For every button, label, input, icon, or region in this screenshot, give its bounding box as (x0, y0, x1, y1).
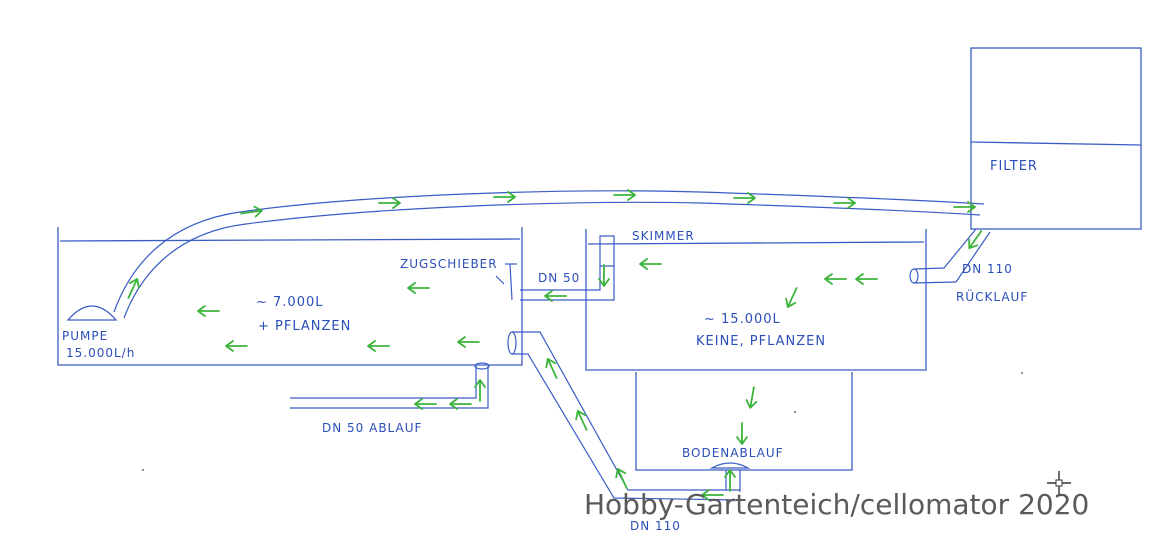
crosshair-move-cursor-icon (1047, 471, 1071, 495)
connection-pipe-lower (512, 353, 741, 501)
flow-arrow-icon (575, 410, 588, 431)
rucklauf-label: RÜCKLAUF (956, 288, 1028, 304)
flow-arrow-icon (493, 191, 516, 203)
skimmer-pipe-upper (520, 266, 601, 291)
ablauf-pipe-lower (290, 366, 489, 409)
bottom-drain-chamber: BODENABLAUF (635, 372, 853, 471)
connection-opening (507, 331, 517, 355)
skimmer: SKIMMER DN 50 (520, 229, 695, 301)
flow-arrow-icon (197, 305, 220, 317)
ablauf-pipe-upper (290, 366, 477, 399)
bottom-connection-pipe: DN 110 (507, 331, 741, 533)
pump-rate-label: 15.000L/h (66, 346, 135, 360)
pencil-dot (1021, 372, 1023, 374)
flow-arrow-icon (833, 197, 856, 209)
bottom-drain-label: BODENABLAUF (682, 446, 784, 460)
ablauf-opening (474, 362, 490, 370)
filter-divider (970, 141, 1142, 146)
return-pipe-lower (123, 201, 981, 319)
flow-arrow-icon (968, 230, 983, 250)
zugschieber-valve: ZUGSCHIEBER (400, 257, 517, 301)
skimmer-label: SKIMMER (632, 229, 695, 243)
flow-arrow-icon (240, 205, 263, 218)
flow-arrow-icon (414, 398, 437, 410)
flow-arrow-icon (474, 379, 486, 402)
pump-icon (66, 305, 118, 321)
right-plants-label: KEINE, PFLANZEN (696, 334, 826, 349)
flow-arrow-icon (545, 358, 558, 379)
filter-box: FILTER (970, 47, 1142, 230)
filter-outlet-lower (913, 231, 991, 284)
pump-label: PUMPE (62, 329, 108, 343)
drain-riser (725, 470, 741, 492)
right-volume-label: ~ 15.000L (704, 312, 781, 327)
flow-arrow-icon (407, 282, 430, 294)
filter-outline (970, 47, 1142, 230)
flow-arrow-icon (127, 278, 140, 299)
flow-arrow-icon (701, 489, 724, 501)
connection-pipe-upper (512, 331, 740, 491)
flow-arrow-icon (736, 422, 748, 445)
dn50-skimmer-label: DN 50 (538, 271, 580, 285)
flow-arrow-icon (457, 336, 480, 348)
flow-arrow-icon (598, 264, 610, 287)
flow-arrow-icon (449, 398, 472, 410)
flow-arrow-icon (544, 290, 567, 302)
flow-arrow-icon (953, 201, 976, 213)
flow-arrow-icon (745, 386, 758, 409)
dn110-return-label: DN 110 (962, 262, 1013, 276)
flow-arrow-icon (733, 192, 756, 204)
left-pond: PUMPE 15.000L/h ~ 7.000L + PFLANZEN (57, 227, 523, 366)
zugschieber-label: ZUGSCHIEBER (400, 257, 498, 271)
flow-arrow-icon (378, 197, 401, 209)
flow-arrow-icon (724, 469, 736, 492)
filter-label: FILTER (990, 159, 1038, 174)
valve-pointer (495, 275, 505, 285)
pencil-dots (142, 372, 1023, 471)
return-pipe-upper (113, 190, 985, 313)
pencil-dot (794, 411, 796, 413)
skimmer-body (599, 235, 615, 267)
ablauf-label: DN 50 ABLAUF (322, 421, 422, 435)
flow-arrow-icon (785, 287, 798, 308)
left-pond-waterline (59, 238, 521, 242)
right-pond-waterline (587, 241, 925, 245)
flow-arrow-icon (225, 340, 248, 352)
flow-arrows (127, 189, 983, 501)
return-pipe (113, 190, 985, 319)
flow-arrow-icon (824, 273, 847, 285)
flow-arrow-icon (367, 340, 390, 352)
bottom-drain-icon (709, 462, 751, 469)
left-volume-label: ~ 7.000L (256, 295, 323, 310)
right-pond: ~ 15.000L KEINE, PFLANZEN (585, 229, 927, 371)
flow-arrow-icon (613, 189, 636, 201)
bottom-chamber-outline (635, 372, 853, 471)
left-pond-outline (57, 227, 523, 366)
pencil-dot (142, 469, 144, 471)
flow-arrow-icon (615, 468, 628, 489)
filter-outlet-pipe: DN 110 RÜCKLAUF (909, 228, 1028, 304)
watermark: Hobby-Gartenteich/cellomator 2020 (584, 488, 1090, 521)
dn110-bottom-label: DN 110 (630, 519, 681, 533)
valve-rod (509, 263, 513, 301)
flow-arrow-icon (639, 258, 662, 270)
ablauf-pipe: DN 50 ABLAUF (290, 362, 490, 435)
flow-arrow-icon (855, 273, 878, 285)
filter-outlet-opening (909, 268, 919, 284)
left-plants-label: + PFLANZEN (258, 319, 351, 334)
filter-outlet-upper (913, 228, 977, 270)
